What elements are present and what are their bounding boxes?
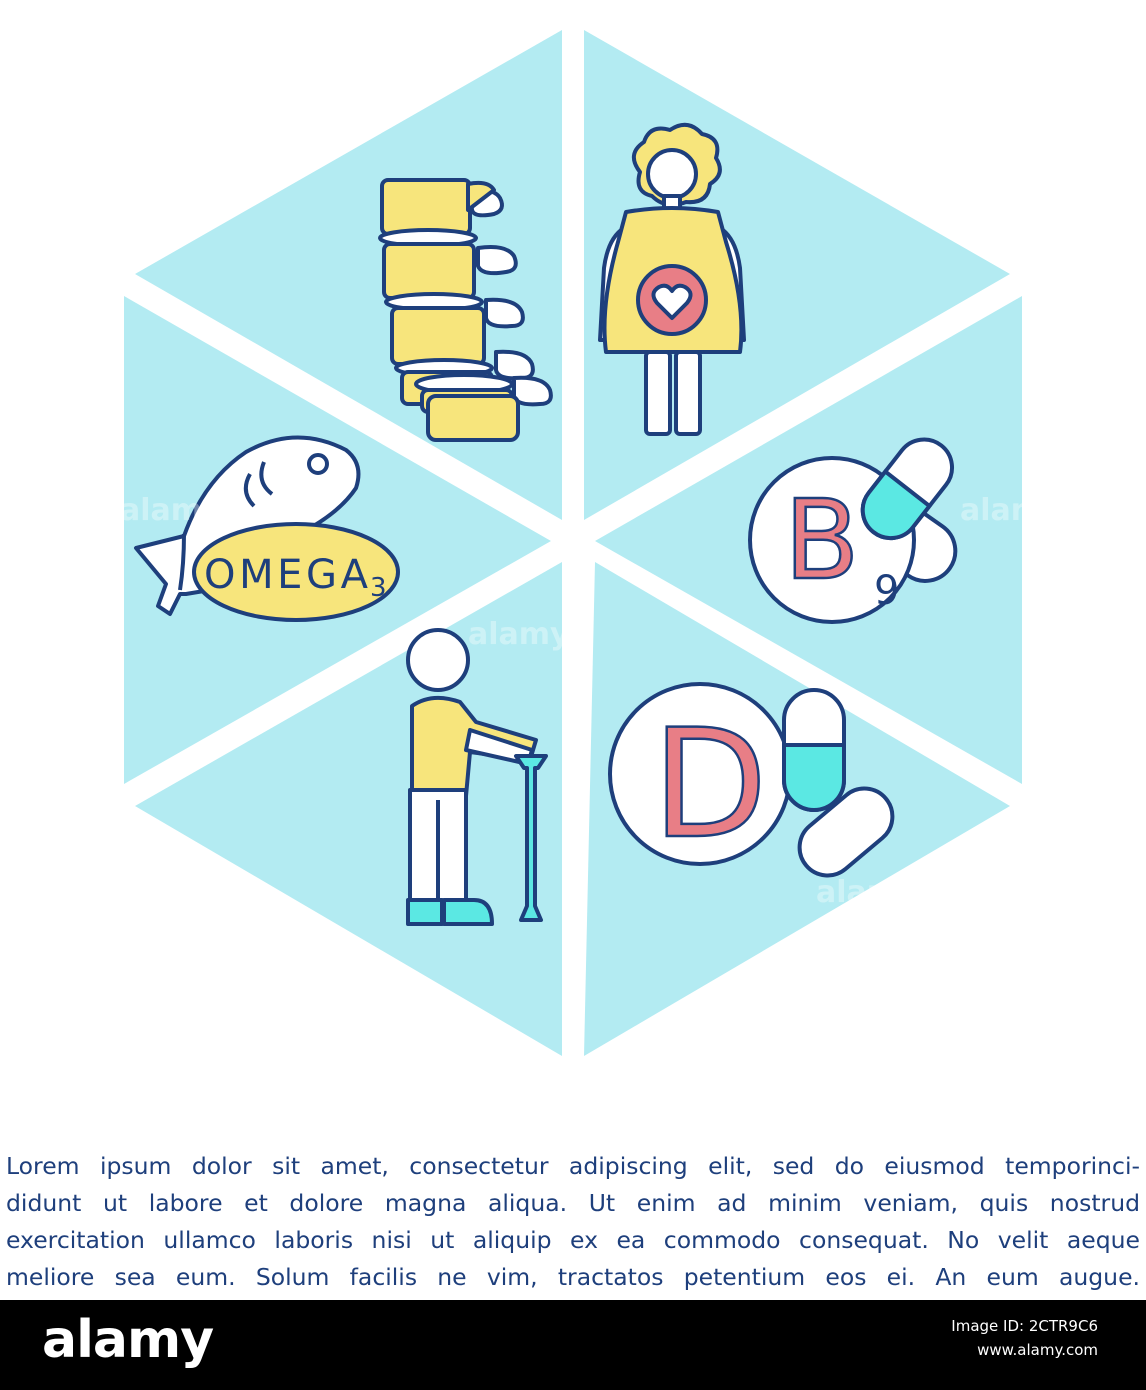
body-line: didunt ut labore et dolore magna aliqua.… — [6, 1189, 1140, 1217]
vitamin-d-icon: D — [608, 682, 895, 878]
brand-logo: alamy — [42, 1310, 214, 1370]
site-url[interactable]: www.alamy.com — [977, 1341, 1098, 1359]
watermark-text: alamy — [960, 493, 1062, 528]
image-id: Image ID: 2CTR9C6 — [951, 1317, 1098, 1335]
pregnant-woman-icon — [598, 122, 746, 436]
d-letter: D — [652, 698, 768, 872]
spine-icon — [378, 178, 553, 442]
image-meta: Image ID: 2CTR9C6 www.alamy.com — [951, 1314, 1098, 1362]
watermark-text: alamy — [468, 617, 570, 652]
vitamin-b9-icon: B 9 — [748, 437, 958, 624]
omega-3-fish-icon: OMEGA 3 — [134, 435, 400, 622]
infographic-diagram: B 9 D OMEGA 3 alamy alamy alamy alamy — [120, 30, 1062, 1056]
watermark-text: alamy — [120, 493, 222, 528]
hexagon-diagram: B 9 D OMEGA 3 alamy alamy alamy alamy — [120, 30, 1062, 1056]
body-line: exercitation ullamco laboris nisi ut ali… — [6, 1226, 1140, 1254]
watermark-text: alamy — [816, 875, 918, 910]
body-line: Lorem ipsum dolor sit amet, consectetur … — [6, 1152, 1140, 1180]
b9-letter: B — [784, 476, 859, 604]
omega-label: OMEGA — [204, 552, 369, 598]
body-line: meliore sea eum. Solum facilis ne vim, t… — [6, 1263, 1140, 1291]
stock-footer-bar: alamy Image ID: 2CTR9C6 www.alamy.com — [0, 1300, 1146, 1390]
watermark-overlay: alamy alamy alamy alamy — [120, 493, 1062, 910]
b9-subscript: 9 — [874, 568, 899, 614]
body-paragraph: Lorem ipsum dolor sit amet, consectetur … — [6, 1148, 1140, 1296]
elderly-person-icon — [406, 628, 548, 926]
omega-subscript: 3 — [370, 573, 387, 603]
